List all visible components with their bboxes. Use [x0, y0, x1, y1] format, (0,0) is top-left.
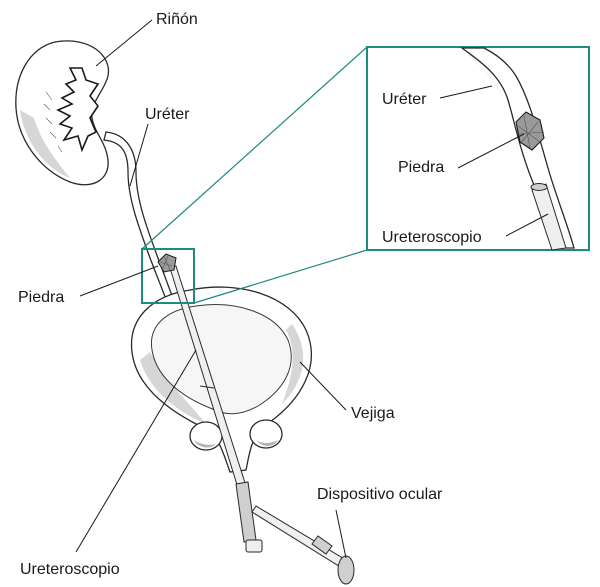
leader-inset-ureteroscope [505, 213, 549, 237]
inset-source-box [141, 248, 195, 304]
leader-ureteroscope [75, 349, 197, 553]
leader-eyepiece [335, 509, 347, 559]
inset-connector-top [141, 46, 368, 250]
inset-connector-bottom [193, 249, 368, 304]
label-ureteroscope: Ureteroscopio [20, 561, 120, 578]
leader-inset-ureter [439, 85, 493, 99]
label-stone: Piedra [18, 289, 64, 306]
leader-stone [79, 265, 159, 297]
stone-illustration [157, 253, 177, 273]
label-ureter: Uréter [145, 106, 190, 123]
label-bladder: Vejiga [351, 405, 395, 422]
leader-kidney [95, 19, 153, 67]
inset-panel [366, 46, 590, 251]
leader-inset-stone [457, 133, 525, 169]
eyepiece-icon [337, 555, 355, 585]
kidney-illustration [15, 40, 185, 331]
label-inset-ureter: Uréter [382, 91, 427, 108]
label-inset-stone: Piedra [398, 159, 444, 176]
leader-ureter [129, 123, 149, 187]
label-kidney: Riñón [156, 11, 198, 28]
bladder-illustration [130, 286, 312, 473]
label-inset-ureteroscope: Ureteroscopio [382, 229, 482, 246]
ureteroscope-illustration [169, 265, 355, 585]
leader-bladder [299, 361, 347, 411]
label-eyepiece: Dispositivo ocular [317, 486, 443, 503]
